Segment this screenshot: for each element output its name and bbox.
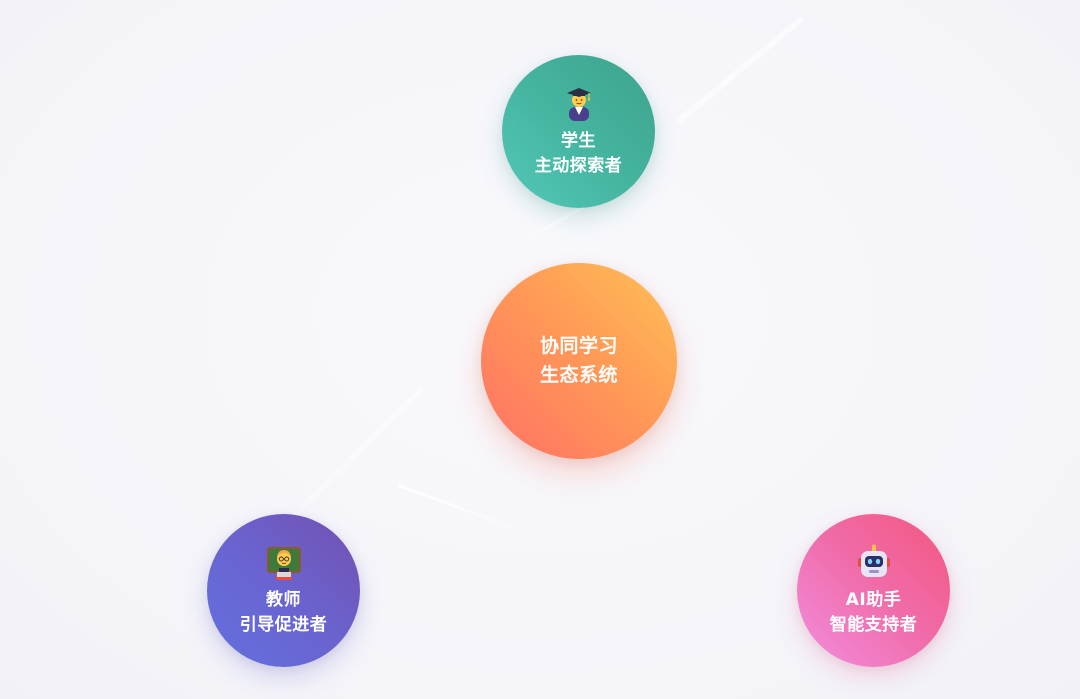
ai-title: AI助手: [845, 589, 902, 610]
student-subtitle: 主动探索者: [534, 155, 623, 176]
center-title-line1: 协同学习: [539, 335, 618, 357]
teacher-node[interactable]: 教师 引导促进者: [207, 514, 360, 667]
ai-assistant-node[interactable]: AI助手 智能支持者: [797, 514, 950, 667]
center-ecosystem-node[interactable]: 协同学习 生态系统: [481, 263, 677, 459]
center-title-line2: 生态系统: [539, 364, 618, 386]
connector-faint-upper-line: [677, 17, 803, 123]
ai-subtitle: 智能支持者: [829, 614, 918, 635]
student-graduate-icon: [566, 87, 591, 121]
connector-ai-line: [398, 484, 562, 547]
teacher-subtitle: 引导促进者: [239, 614, 328, 635]
teacher-icon: [266, 546, 301, 580]
student-title: 学生: [561, 130, 596, 151]
robot-icon: [857, 544, 890, 577]
student-node[interactable]: 学生 主动探索者: [502, 55, 655, 208]
teacher-title: 教师: [266, 589, 301, 610]
